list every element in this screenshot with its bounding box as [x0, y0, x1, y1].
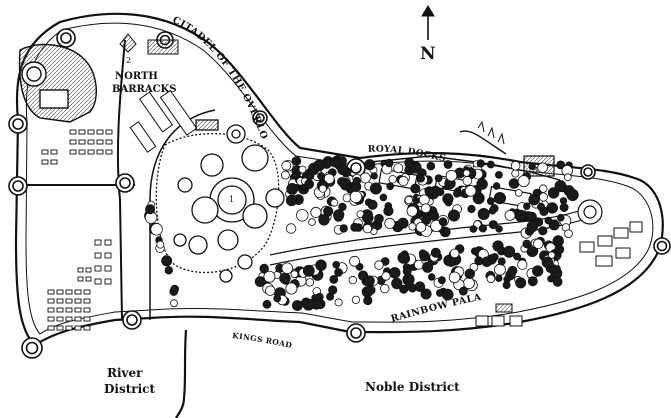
tree-groves — [144, 155, 579, 311]
citadel-complex — [155, 119, 285, 283]
kings-road-label: KINGS ROAD — [232, 331, 293, 350]
north-barracks-buildings — [119, 33, 198, 153]
river-district-label-line2: District — [104, 382, 155, 396]
noble-district-label: Noble District — [365, 380, 460, 394]
rainbow-palace-buildings — [475, 221, 643, 327]
compass-letter: N — [420, 44, 436, 64]
river — [175, 329, 188, 418]
north-barracks-label-line2: BARRACKS — [112, 84, 177, 95]
marker-3: 3 — [533, 166, 539, 175]
northwest-keep — [18, 43, 97, 123]
marker-2: 2 — [126, 56, 132, 65]
north-arrow-icon — [421, 5, 435, 40]
west-houses — [41, 129, 113, 331]
north-barracks-label-line1: NORTH — [115, 71, 158, 82]
marker-1: 1 — [229, 195, 235, 204]
river-district-label-line1: River — [107, 366, 143, 380]
